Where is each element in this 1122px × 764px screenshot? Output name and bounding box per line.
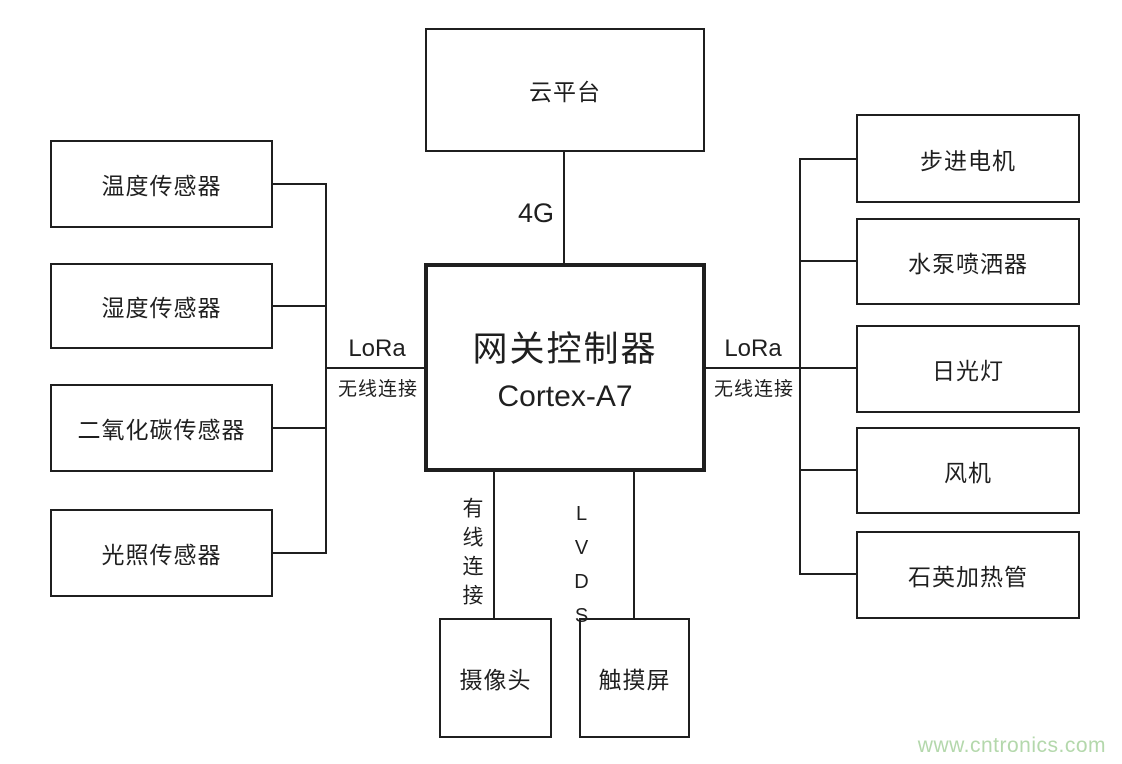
node-humidity-sensor-label: 湿度传感器	[101, 295, 222, 321]
node-cloud-platform: 云平台	[425, 28, 705, 152]
node-temperature-sensor-label: 温度传感器	[101, 173, 222, 199]
node-pump-sprayer: 水泵喷洒器	[856, 218, 1080, 305]
edge-light-bus	[273, 552, 327, 554]
node-gateway-title: 网关控制器	[472, 330, 658, 369]
node-quartz-heater: 石英加热管	[856, 531, 1080, 619]
node-gateway-subtitle: Cortex-A7	[497, 380, 633, 413]
node-gateway-controller: 网关控制器 Cortex-A7	[424, 263, 706, 472]
node-quartz-heater-label: 石英加热管	[908, 564, 1028, 590]
node-light-sensor: 光照传感器	[50, 509, 273, 597]
node-fan-label: 风机	[944, 459, 992, 486]
right-bus	[799, 158, 801, 575]
label-wireless-left: 无线连接	[337, 379, 419, 400]
edge-gateway-camera	[493, 472, 495, 618]
edge-leftbus-gateway	[326, 367, 424, 369]
label-wired-connection: 有线连接	[460, 497, 483, 613]
edge-bus-heater	[800, 573, 856, 575]
label-4g: 4G	[517, 198, 555, 228]
edge-humidity-bus	[273, 305, 327, 307]
edge-bus-pump	[800, 260, 856, 262]
node-humidity-sensor: 湿度传感器	[50, 263, 273, 349]
node-light-sensor-label: 光照传感器	[101, 542, 222, 568]
label-lora-left: LoRa	[348, 335, 406, 362]
node-temperature-sensor: 温度传感器	[50, 140, 273, 228]
label-lora-right: LoRa	[724, 335, 782, 362]
edge-co2-bus	[273, 427, 327, 429]
node-fan: 风机	[856, 427, 1080, 514]
label-lvds: LVDS	[570, 503, 593, 639]
node-touchscreen-label: 触摸屏	[598, 667, 671, 693]
node-camera-label: 摄像头	[459, 667, 532, 693]
edge-gateway-rightbus	[706, 367, 856, 369]
label-wireless-right: 无线连接	[713, 379, 795, 400]
edge-cloud-gateway	[563, 152, 565, 263]
node-co2-sensor: 二氧化碳传感器	[50, 384, 273, 472]
node-stepper-motor: 步进电机	[856, 114, 1080, 203]
node-cloud-platform-label: 云平台	[529, 79, 601, 105]
node-fluorescent-lamp: 日光灯	[856, 325, 1080, 413]
edge-bus-fan	[800, 469, 856, 471]
node-touchscreen: 触摸屏	[579, 618, 690, 738]
node-pump-sprayer-label: 水泵喷洒器	[908, 250, 1028, 277]
edge-gateway-touchscreen	[633, 472, 635, 618]
watermark-text: www.cntronics.com	[917, 734, 1106, 757]
edge-temp-bus	[273, 183, 327, 185]
node-camera: 摄像头	[439, 618, 552, 738]
edge-bus-stepper	[800, 158, 856, 160]
node-fluorescent-lamp-label: 日光灯	[932, 358, 1004, 384]
node-stepper-motor-label: 步进电机	[920, 147, 1016, 174]
node-co2-sensor-label: 二氧化碳传感器	[77, 417, 246, 443]
